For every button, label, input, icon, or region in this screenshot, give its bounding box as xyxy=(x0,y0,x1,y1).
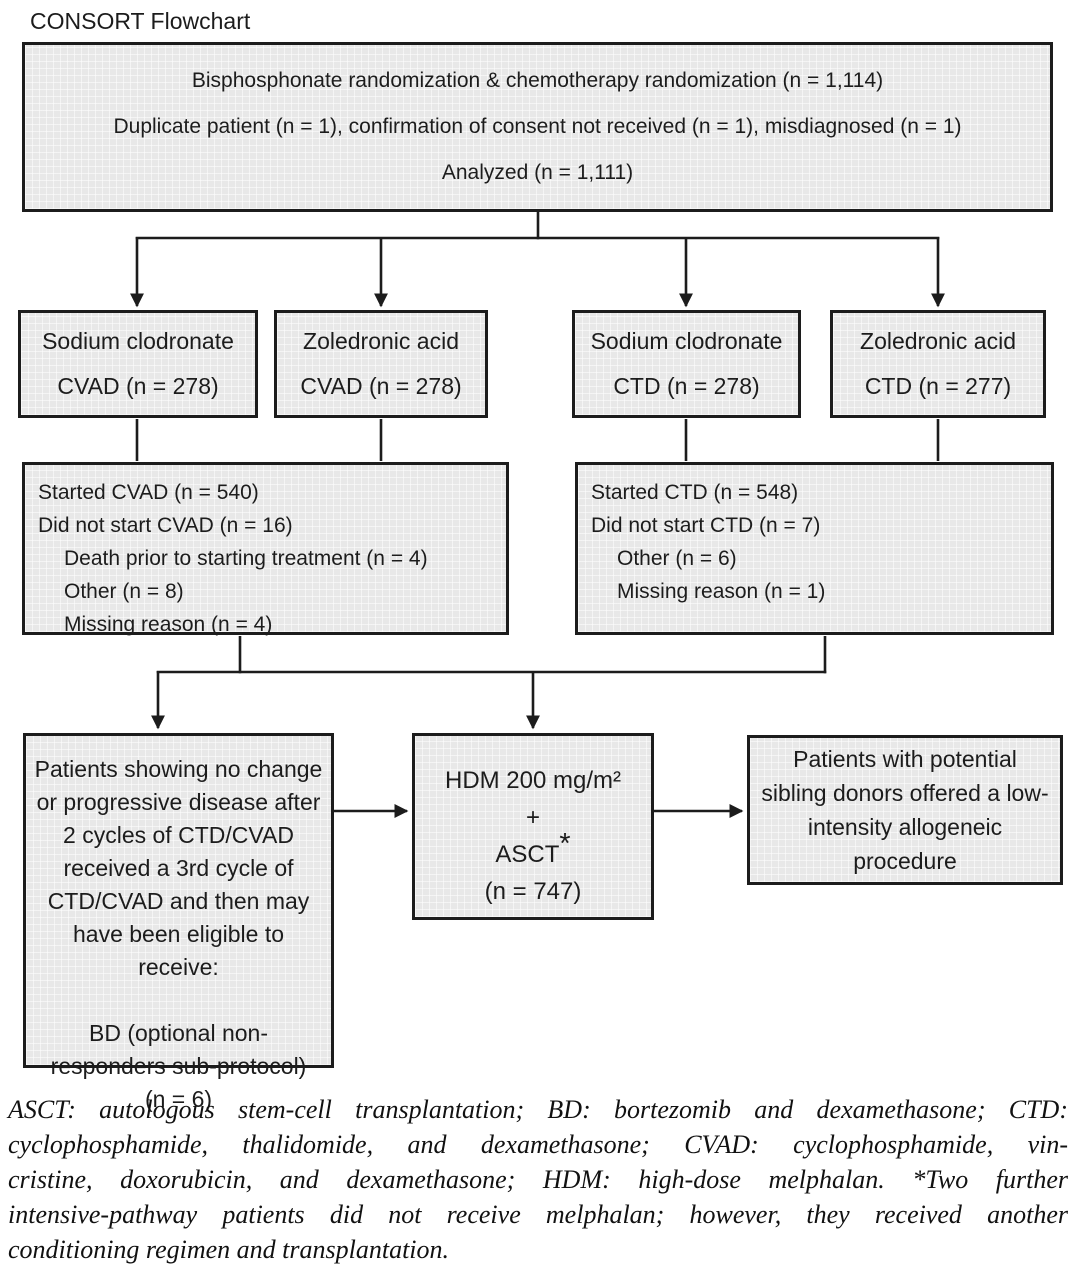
arm1-regimen: CVAD (n = 278) xyxy=(57,373,219,399)
arm3-regimen: CTD (n = 278) xyxy=(613,373,760,399)
started-ctd-sub-1: Other (n = 6) xyxy=(617,547,737,570)
third-cycle-text: Patients showing no change or progressiv… xyxy=(34,756,323,980)
figure-title: CONSORT Flowchart xyxy=(30,8,251,34)
hdm-plus: + xyxy=(525,804,540,831)
started-ctd-line-1: Started CTD (n = 548) xyxy=(591,481,799,504)
started-cvad-box: Started CVAD (n = 540) Did not start CVA… xyxy=(22,462,509,636)
footnote-line-2: cyclophosphamide, thalidomide, and dexam… xyxy=(8,1130,1068,1159)
footnote-line-3: cristine, doxorubicin, and dexamethasone… xyxy=(8,1165,1068,1194)
started-ctd-line-2: Did not start CTD (n = 7) xyxy=(591,514,821,537)
third-cycle-n: (n = 6) xyxy=(144,1086,213,1112)
third-cycle-box: Patients showing no change or progressiv… xyxy=(23,733,334,1112)
started-ctd-box: Started CTD (n = 548) Did not start CTD … xyxy=(575,462,1054,635)
randomization-line-1: Bisphosphonate randomization & chemother… xyxy=(191,69,884,92)
arm4-regimen: CTD (n = 277) xyxy=(864,373,1012,399)
started-cvad-line-2: Did not start CVAD (n = 16) xyxy=(38,514,293,537)
asct-label: ASCT xyxy=(495,841,560,868)
arm2-drug: Zoledronic acid xyxy=(303,328,459,354)
randomization-line-3: Analyzed (n = 1,111) xyxy=(441,161,634,184)
hdm-dose: HDM 200 mg/m² xyxy=(444,767,622,794)
arm-box-sodium-clodronate-cvad: Sodium clodronate CVAD (n = 278) xyxy=(18,310,258,418)
footnote-line-5: conditioning regimen and transplantation… xyxy=(8,1235,450,1264)
footnote: ASCT: autologous stem-cell transplantati… xyxy=(8,1092,1068,1267)
hdm-asct-box: HDM 200 mg/m² + ASCT* (n = 747) xyxy=(412,733,654,920)
footnote-line-1: ASCT: autologous stem-cell transplantati… xyxy=(8,1095,1068,1124)
allogeneic-text: Patients with potential sibling donors o… xyxy=(761,746,1049,874)
arm1-drug: Sodium clodronate xyxy=(42,328,234,354)
started-cvad-line-1: Started CVAD (n = 540) xyxy=(38,481,259,504)
arm-box-zoledronic-acid-ctd: Zoledronic acid CTD (n = 277) xyxy=(830,310,1046,418)
arm3-drug: Sodium clodronate xyxy=(590,328,783,354)
asct-asterisk: * xyxy=(559,828,571,860)
started-cvad-sub-3: Missing reason (n = 4) xyxy=(64,613,273,636)
randomization-box: Bisphosphonate randomization & chemother… xyxy=(22,42,1053,212)
started-ctd-sub-2: Missing reason (n = 1) xyxy=(617,580,826,603)
hdm-asct-line: ASCT* xyxy=(415,830,651,873)
third-cycle-bd-text: BD (optional non-responders sub-protocol… xyxy=(50,1020,307,1079)
arm-box-zoledronic-acid-cvad: Zoledronic acid CVAD (n = 278) xyxy=(274,310,488,418)
randomization-line-2: Duplicate patient (n = 1), confirmation … xyxy=(113,115,962,138)
arm-box-sodium-clodronate-ctd: Sodium clodronate CTD (n = 278) xyxy=(572,310,801,418)
hdm-n: (n = 747) xyxy=(484,878,582,905)
allogeneic-box: Patients with potential sibling donors o… xyxy=(747,735,1063,885)
arm2-regimen: CVAD (n = 278) xyxy=(300,373,462,399)
started-cvad-sub-2: Other (n = 8) xyxy=(64,580,184,603)
started-cvad-sub-1: Death prior to starting treatment (n = 4… xyxy=(64,547,428,570)
footnote-line-4: intensive-pathway patients did not recei… xyxy=(8,1200,1068,1229)
arm4-drug: Zoledronic acid xyxy=(860,328,1016,354)
